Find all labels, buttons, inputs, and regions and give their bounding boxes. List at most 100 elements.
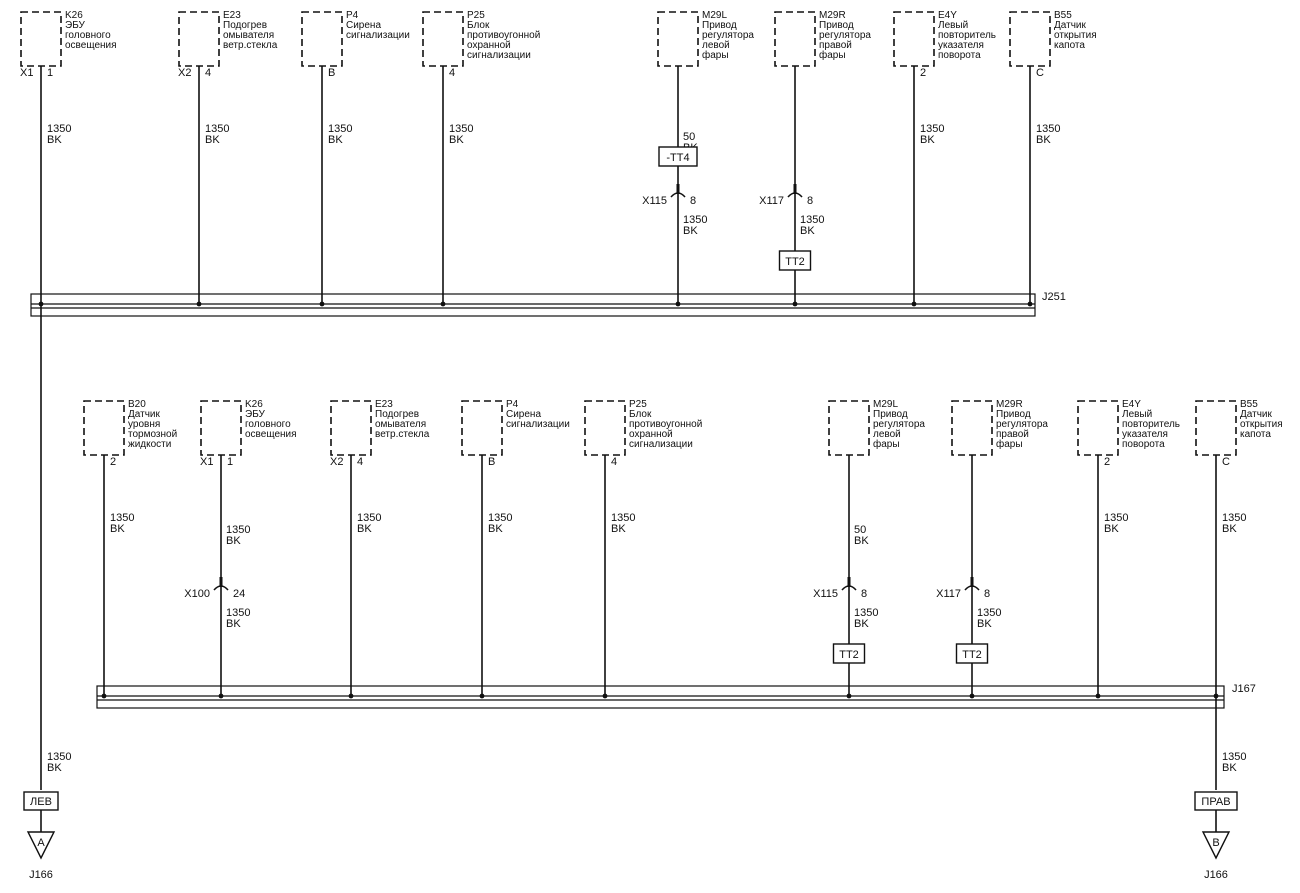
component-description: Датчик [1240, 409, 1272, 420]
component-description: Блок [629, 409, 652, 420]
component-box [1195, 400, 1237, 456]
off-page-letter: A [37, 837, 45, 849]
wire-spec: BK [226, 618, 241, 630]
wire-spec: BK [47, 134, 62, 146]
component-code: P4 [346, 10, 359, 21]
component-code: E23 [375, 399, 393, 410]
off-page-reference: J166 [1204, 869, 1228, 881]
component-description: Привод [702, 20, 737, 31]
wire-spec: 1350 [977, 607, 1001, 619]
component-box [422, 11, 464, 67]
inline-pin-label: 8 [861, 588, 867, 600]
component-description: охранной [629, 429, 673, 440]
component-description: капота [1240, 429, 1271, 440]
component-description: капота [1054, 40, 1085, 51]
wire-spec: 1350 [920, 123, 944, 135]
wire-spec: BK [226, 535, 241, 547]
component-code: B55 [1054, 10, 1072, 21]
wire-spec: BK [854, 535, 869, 547]
wire-spec: 1350 [800, 214, 824, 226]
component-description: повторитель [1122, 419, 1180, 430]
splice-dot [479, 693, 485, 699]
component-code: P25 [629, 399, 647, 410]
splice-dot [792, 301, 798, 307]
pin-label: B [328, 67, 335, 79]
wire-spec: BK [1222, 523, 1237, 535]
wire-spec: 1350 [47, 751, 71, 763]
wire-spec: BK [854, 618, 869, 630]
wire-spec: BK [683, 225, 698, 237]
component-description: Левый [938, 20, 968, 31]
splice-dot [1027, 301, 1033, 307]
inline-connector-cup [670, 192, 686, 198]
wire-spec: 1350 [1222, 751, 1246, 763]
bottom-component-p25: P25Блокпротивоугоннойохраннойсигнализаци… [584, 399, 702, 699]
component-description: ЭБУ [245, 409, 266, 420]
off-page-reference: J166 [29, 869, 53, 881]
wire-spec: 1350 [1104, 512, 1128, 524]
harness-tag-label: ЛЕВ [30, 796, 52, 808]
inline-pin [676, 184, 680, 194]
inline-connector-cup [787, 192, 803, 198]
inline-connector-label: X100 [184, 588, 210, 600]
off-page-letter: B [1212, 837, 1219, 849]
component-description: уровня [128, 419, 160, 430]
component-box [83, 400, 125, 456]
twisted-pair-tag [832, 643, 866, 664]
component-code: E23 [223, 10, 241, 21]
component-description: регулятора [873, 419, 925, 430]
inline-connector-cup [213, 585, 229, 591]
component-box [893, 11, 935, 67]
component-description: головного [65, 30, 111, 41]
inline-connector-cup [841, 585, 857, 591]
wire-spec: BK [1222, 762, 1237, 774]
component-description: повторитель [938, 30, 996, 41]
splice-dot [675, 301, 681, 307]
connector-label: X1 [20, 67, 33, 79]
top-component-e4y: E4YЛевыйповторительуказателяповорота2135… [893, 10, 996, 307]
top-component-m29l: M29LПриводрегуляторалевойфары50BKX115813… [642, 10, 754, 307]
pin-label: 4 [611, 456, 617, 468]
component-description: открытия [1054, 30, 1097, 41]
top-component-p25: P25Блокпротивоугоннойохраннойсигнализаци… [422, 10, 540, 307]
component-description: Блок [467, 20, 490, 31]
bottom-component-e4y: E4YЛевыйповторительуказателяповорота2135… [1077, 399, 1180, 699]
twisted-pair-tag-label: -TT4 [666, 152, 689, 164]
component-description: фары [819, 49, 846, 61]
inline-connector-cup [964, 585, 980, 591]
wire-spec: 1350 [328, 123, 352, 135]
component-description: охранной [467, 40, 511, 51]
connector-label: X2 [178, 67, 191, 79]
inline-connector-label: X115 [813, 588, 838, 600]
pin-label: 2 [110, 456, 116, 468]
component-description: омывателя [223, 30, 274, 41]
splice-dot [969, 693, 975, 699]
component-description: правой [996, 429, 1029, 440]
pin-label: 1 [47, 67, 53, 79]
wire-spec: BK [977, 618, 992, 630]
component-description: омывателя [375, 419, 426, 430]
component-description: поворота [938, 50, 981, 61]
inline-connector-label: X117 [936, 588, 961, 600]
component-code: M29L [702, 10, 727, 21]
inline-pin-label: 8 [984, 588, 990, 600]
splice-dot [602, 693, 608, 699]
component-code: B55 [1240, 399, 1258, 410]
wire-spec: BK [205, 134, 220, 146]
component-description: фары [702, 49, 729, 61]
wire-spec: BK [1036, 134, 1051, 146]
component-box [330, 400, 372, 456]
pin-label: 2 [1104, 456, 1110, 468]
wire-spec: BK [110, 523, 125, 535]
component-description: Подогрев [223, 20, 267, 31]
off-page-arrow [1201, 831, 1231, 860]
pin-label: 4 [357, 456, 363, 468]
component-description: сигнализации [346, 30, 410, 41]
component-box [774, 11, 816, 67]
